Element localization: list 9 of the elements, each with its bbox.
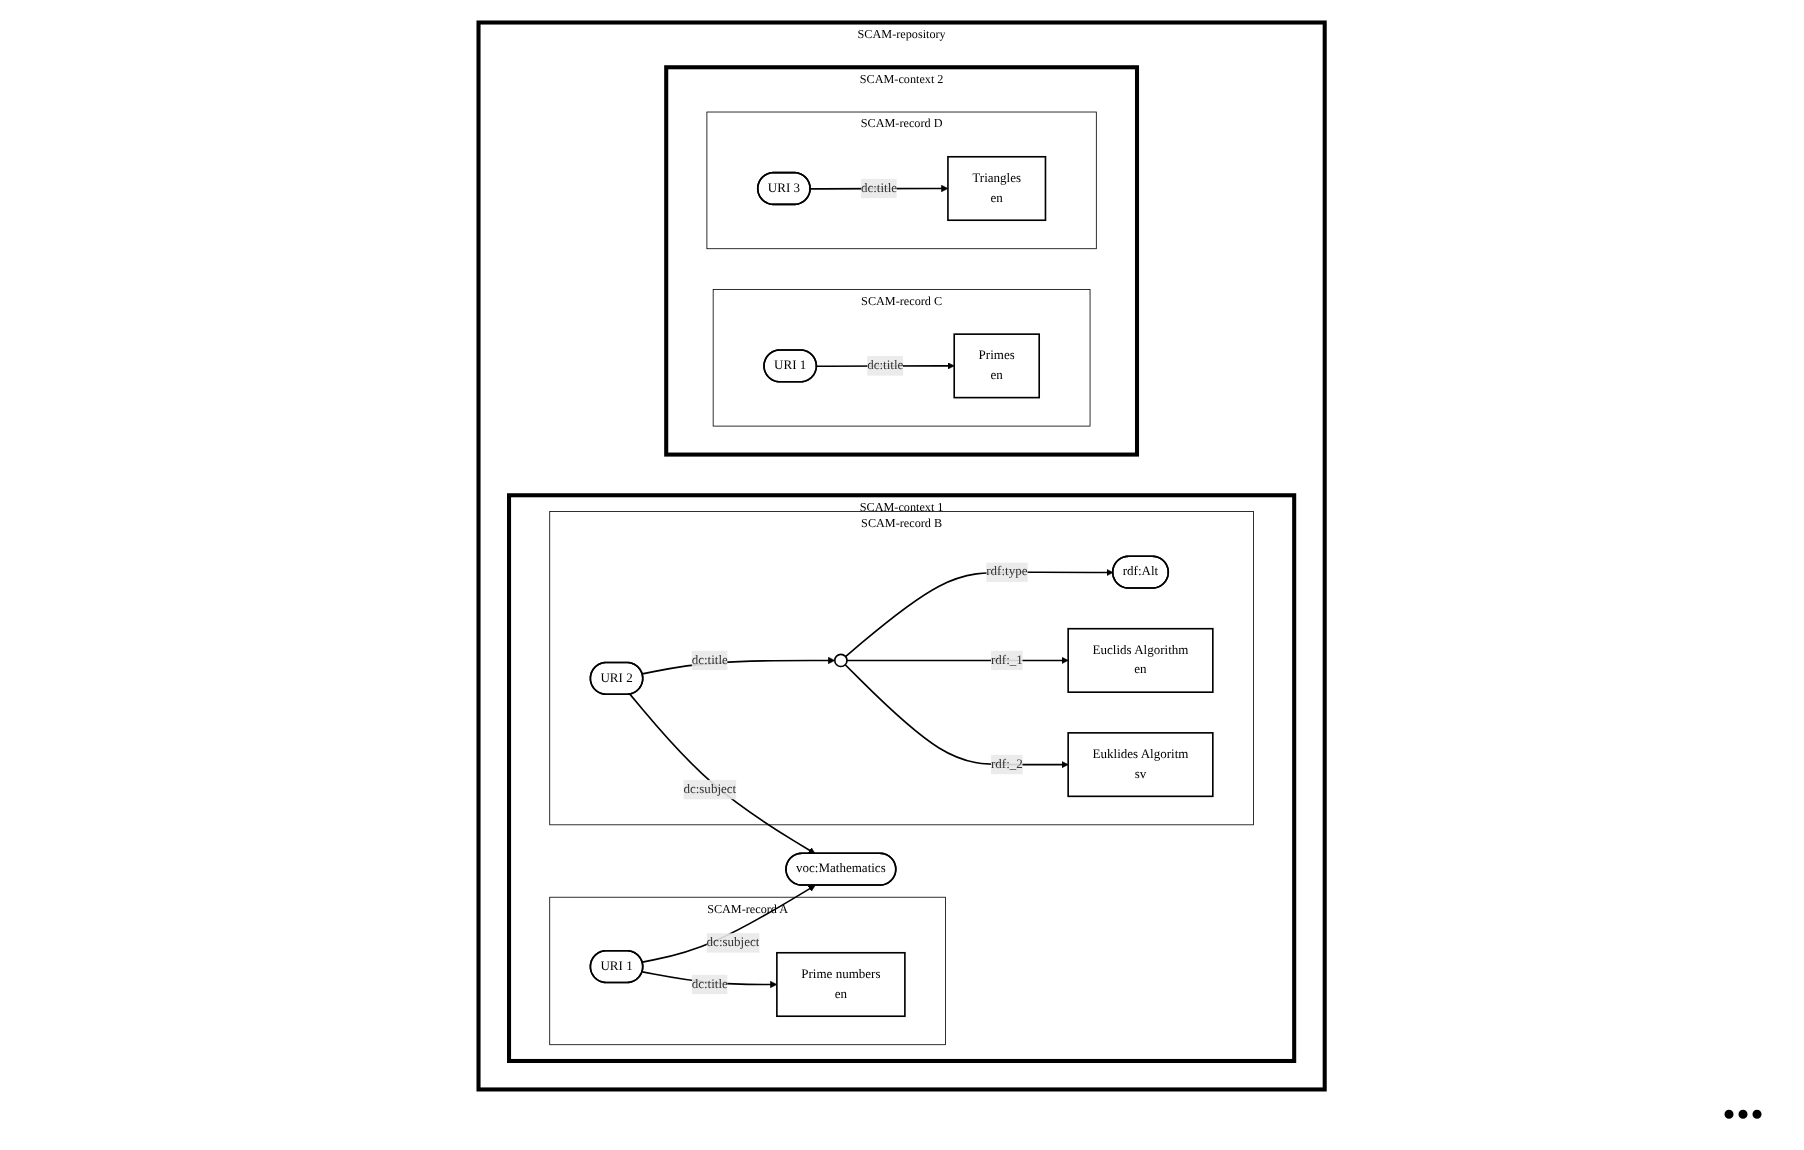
arrow (641, 885, 816, 963)
arrow (810, 184, 949, 193)
arrow (816, 362, 955, 370)
arrow (846, 656, 1069, 664)
arrow (629, 693, 816, 854)
continuation-dots: ... (1722, 1070, 1764, 1132)
arrow (845, 568, 1114, 658)
arrow (844, 663, 1069, 769)
node-circle (834, 653, 849, 668)
